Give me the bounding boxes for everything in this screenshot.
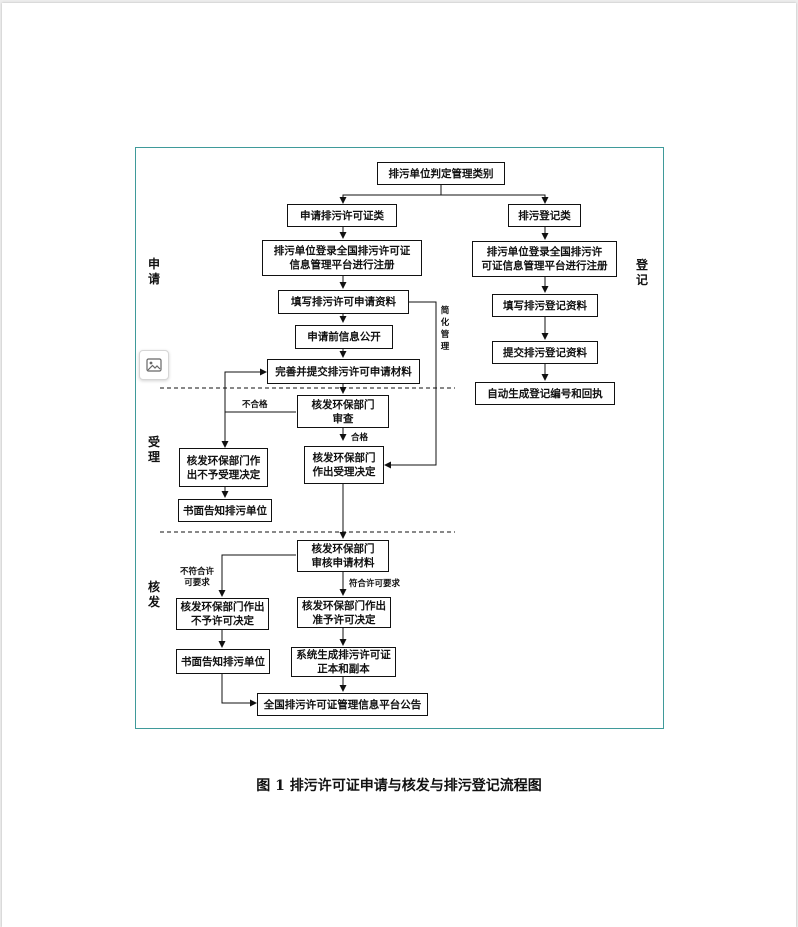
node-deny-permit: 核发环保部门作出 不予许可决定 xyxy=(176,598,269,630)
node-accept-decision: 核发环保部门 作出受理决定 xyxy=(304,446,384,484)
node-review: 核发环保部门 审查 xyxy=(297,395,389,428)
node-fill-permit: 填写排污许可申请资料 xyxy=(278,290,409,314)
stage-apply: 申 请 xyxy=(147,257,160,286)
node-submit-reg: 提交排污登记资料 xyxy=(492,341,598,364)
stage-accept: 受 理 xyxy=(147,435,160,464)
label-fail: 不合格 xyxy=(242,400,268,410)
arrow-notify-to-publish xyxy=(221,674,257,707)
node-permit-register: 排污单位登录全国排污许可证 信息管理平台进行注册 xyxy=(262,240,422,276)
node-reg-register: 排污单位登录全国排污许 可证信息管理平台进行注册 xyxy=(472,241,617,277)
node-generate-cert: 系统生成排污许可证 正本和副本 xyxy=(291,647,396,677)
figure-caption: 图 1 排污许可证申请与核发与排污登记流程图 xyxy=(256,778,542,794)
diagram-frame xyxy=(135,147,664,729)
node-root: 排污单位判定管理类别 xyxy=(377,162,505,185)
label-compliant: 符合许可要求 xyxy=(349,579,401,589)
arrow-simplified xyxy=(384,301,437,469)
image-icon-glyph xyxy=(146,358,162,372)
node-publish: 全国排污许可证管理信息平台公告 xyxy=(257,693,428,716)
arrow-root-to-reg xyxy=(441,194,549,204)
arrow-loop-to-submit xyxy=(224,368,267,412)
node-review-materials: 核发环保部门 审核申请材料 xyxy=(297,540,389,572)
node-reg-type: 排污登记类 xyxy=(508,204,581,227)
node-permit-type: 申请排污许可证类 xyxy=(287,204,397,227)
node-submit-materials: 完善并提交排污许可申请材料 xyxy=(267,359,420,384)
arrow-review-to-reject xyxy=(221,411,296,448)
node-notify-2: 书面告知排污单位 xyxy=(176,649,270,674)
node-reject-accept: 核发环保部门作 出不予受理决定 xyxy=(179,448,268,487)
label-pass: 合格 xyxy=(351,433,369,443)
arrow-materials-to-deny xyxy=(218,554,296,597)
image-icon[interactable] xyxy=(139,350,169,380)
node-grant-permit: 核发环保部门作出 准予许可决定 xyxy=(297,597,391,628)
label-not-compliant: 不符合许 可要求 xyxy=(180,567,215,588)
label-simplified: 简 化 管 理 xyxy=(440,306,450,352)
stage-issue: 核 发 xyxy=(147,580,160,609)
arrow-root-to-permit xyxy=(339,185,442,204)
node-pre-disclosure: 申请前信息公开 xyxy=(295,325,393,349)
node-fill-reg: 填写排污登记资料 xyxy=(492,294,598,317)
stage-register: 登 记 xyxy=(635,258,648,287)
node-notify-1: 书面告知排污单位 xyxy=(178,499,272,522)
node-auto-generate: 自动生成登记编号和回执 xyxy=(475,382,615,405)
